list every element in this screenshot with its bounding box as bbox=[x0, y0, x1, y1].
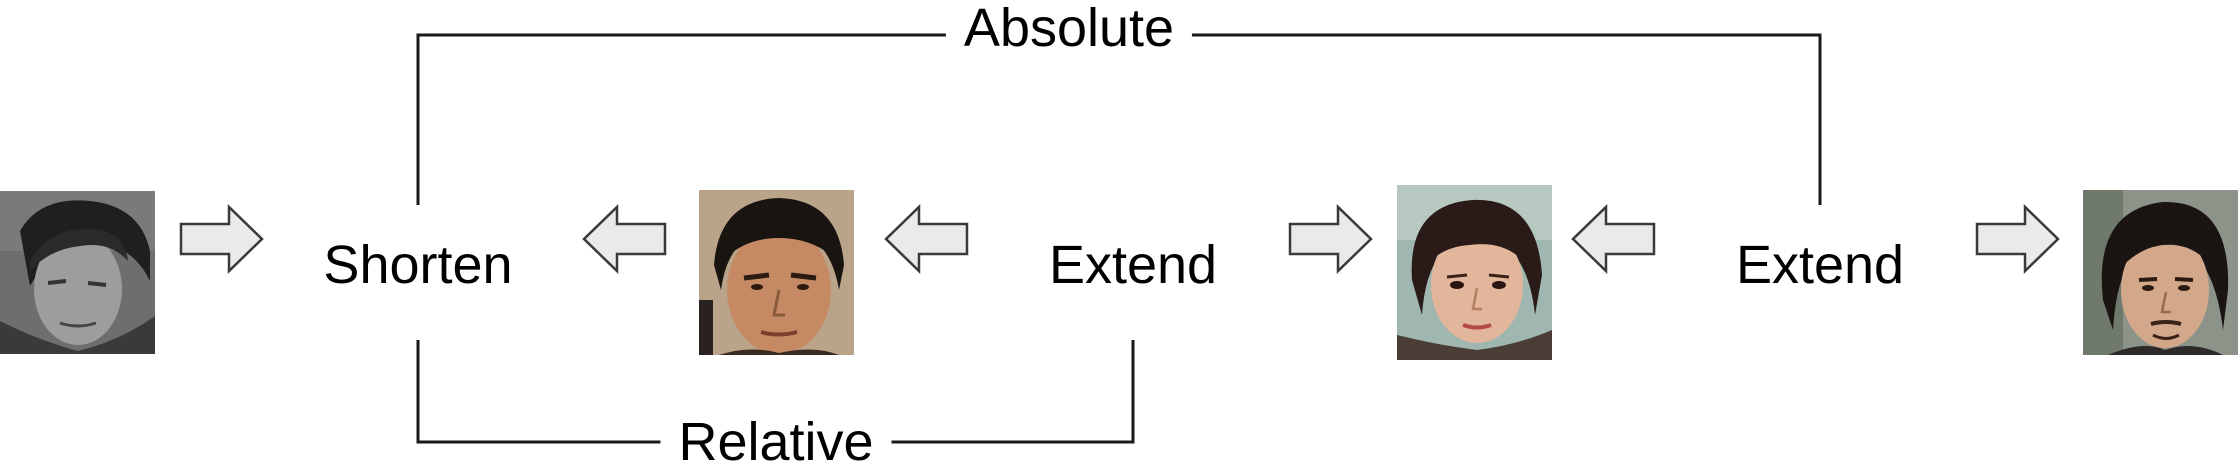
shorten-label: Shorten bbox=[323, 235, 513, 295]
left-arrow-icon bbox=[582, 204, 667, 274]
absolute-label: Absolute bbox=[945, 1, 1193, 55]
man-face-image bbox=[699, 190, 854, 355]
long-haired-man-face-image bbox=[2083, 190, 2238, 355]
right-arrow-icon bbox=[179, 204, 264, 274]
woman-face-image bbox=[1397, 185, 1552, 360]
extend-label-left: Extend bbox=[1048, 235, 1218, 295]
absolute-bracket-line bbox=[416, 33, 1822, 205]
grayscale-man-face-image bbox=[0, 191, 155, 354]
right-arrow-icon bbox=[1288, 204, 1373, 274]
right-arrow-icon bbox=[1975, 204, 2060, 274]
relative-label: Relative bbox=[660, 415, 892, 469]
left-arrow-icon bbox=[1571, 204, 1656, 274]
left-arrow-icon bbox=[884, 204, 969, 274]
extend-label-right: Extend bbox=[1735, 235, 1905, 295]
